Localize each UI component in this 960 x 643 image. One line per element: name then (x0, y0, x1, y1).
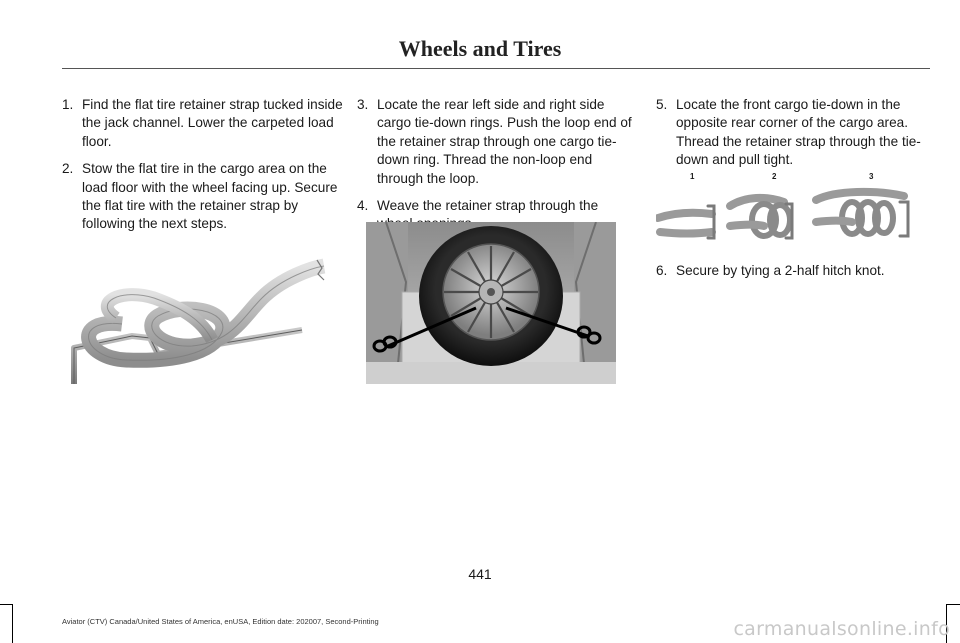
column-right-lower: 6. Secure by tying a 2-half hitch knot. (656, 262, 932, 289)
figure-label-2: 2 (772, 172, 777, 181)
step-6: 6. Secure by tying a 2-half hitch knot. (656, 262, 932, 280)
step-5: 5. Locate the front cargo tie-down in th… (656, 96, 932, 170)
step-text: Locate the front cargo tie-down in the o… (676, 97, 921, 168)
step-1: 1. Find the flat tire retainer strap tuc… (62, 96, 350, 151)
retainer-strap-knot-figure (71, 258, 326, 384)
step-2: 2. Stow the flat tire in the cargo area … (62, 160, 350, 234)
step-number: 5. (656, 97, 668, 112)
step-text: Secure by tying a 2-half hitch knot. (676, 263, 885, 278)
figure-label-3: 3 (869, 172, 874, 181)
crop-mark-right (946, 605, 947, 643)
crop-mark-left-h (0, 604, 13, 605)
crop-mark-left (12, 605, 13, 643)
step-3: 3. Locate the rear left side and right s… (357, 96, 635, 188)
step-number: 2. (62, 161, 74, 177)
column-middle: 3. Locate the rear left side and right s… (357, 96, 635, 243)
footer-edition-info: Aviator (CTV) Canada/United States of Am… (62, 617, 379, 626)
step-text: Find the flat tire retainer strap tucked… (82, 97, 343, 149)
crop-mark-right-h (946, 604, 960, 605)
knot-steps-drawing (656, 187, 910, 240)
page-number: 441 (468, 566, 492, 582)
step-text: Stow the flat tire in the cargo area on … (82, 161, 338, 232)
column-right: 5. Locate the front cargo tie-down in th… (656, 96, 932, 179)
page-title: Wheels and Tires (398, 36, 562, 61)
step-number: 3. (357, 97, 369, 112)
step-number: 4. (357, 198, 369, 214)
step-number: 6. (656, 263, 668, 278)
figure-label-1: 1 (690, 172, 695, 181)
step-text: Locate the rear left side and right side… (377, 97, 632, 186)
watermark: carmanualsonline.info (733, 618, 950, 640)
column-left: 1. Find the flat tire retainer strap tuc… (62, 96, 350, 243)
title-divider (62, 68, 930, 69)
hitch-knot-figure: 1 2 3 (656, 170, 918, 246)
step-number: 1. (62, 97, 74, 112)
spare-tire-cargo-figure (366, 222, 616, 384)
